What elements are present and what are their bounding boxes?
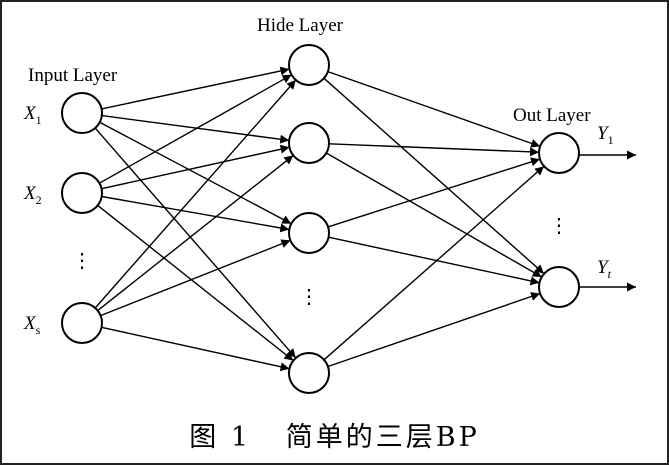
edge-input-3-hidden-3 (100, 239, 291, 317)
input-node-1 (61, 92, 103, 134)
hidden-ellipsis: ⋮ (299, 286, 319, 308)
figure-title: 简单的三层BP (285, 422, 480, 453)
figure-number: 图 1 (189, 422, 251, 453)
edge-input-1-hidden-4 (94, 127, 297, 359)
input-label-x1: X1 (23, 103, 42, 127)
input-ellipsis: ⋮ (72, 250, 92, 272)
edge-hidden-1-output-2 (323, 77, 545, 275)
output-label-yt: Yt (597, 257, 612, 281)
output-node-1 (538, 132, 580, 174)
edge-input-3-hidden-2 (97, 154, 294, 312)
input-layer-label: Input Layer (28, 65, 118, 86)
edge-hidden-4-output-1 (323, 165, 545, 361)
edge-input-1-hidden-2 (101, 114, 290, 144)
edge-input-2-hidden-1 (99, 74, 292, 184)
output-layer-label: Out Layer (513, 105, 591, 126)
edge-input-1-hidden-1 (101, 66, 290, 110)
edge-hidden-3-output-1 (327, 157, 541, 228)
input-node-s (61, 302, 103, 344)
output-label-y1: Y1 (597, 123, 614, 147)
edge-hidden-2-output-1 (328, 143, 540, 157)
edge-input-2-hidden-4 (97, 204, 294, 362)
input-label-x2: X2 (23, 183, 42, 207)
connection-edges (94, 66, 545, 372)
figure-caption: 图 1 简单的三层BP (0, 415, 669, 454)
hidden-node-3 (288, 212, 330, 254)
input-label-xs: Xs (23, 313, 41, 337)
edge-hidden-3-output-2 (328, 236, 540, 286)
edge-input-2-hidden-3 (101, 195, 290, 233)
edge-hidden-2-output-2 (325, 152, 543, 278)
output-node-t (538, 266, 580, 308)
hidden-node-n (288, 352, 330, 394)
output-ellipsis: ⋮ (549, 215, 569, 237)
hidden-node-1 (288, 44, 330, 86)
hidden-layer-label: Hide Layer (257, 15, 344, 36)
input-node-2 (61, 172, 103, 214)
hidden-node-2 (288, 122, 330, 164)
edge-hidden-4-output-2 (327, 292, 541, 368)
edge-input-3-hidden-1 (94, 79, 297, 309)
edge-hidden-1-output-1 (327, 70, 541, 148)
edge-input-1-hidden-3 (99, 121, 292, 225)
edge-input-3-hidden-4 (101, 326, 290, 372)
edge-input-2-hidden-2 (101, 144, 290, 190)
